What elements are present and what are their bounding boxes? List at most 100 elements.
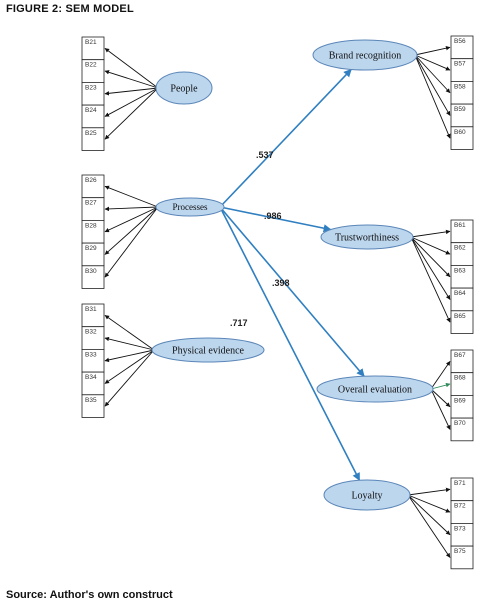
- construct-label: Processes: [173, 202, 208, 212]
- indicator-label: B69: [454, 397, 466, 404]
- indicator-arrow: [104, 70, 159, 89]
- indicator-cell: [450, 126, 474, 150]
- indicator-cell: [450, 310, 474, 334]
- indicator-label: B71: [454, 480, 466, 487]
- construct-label: Brand recognition: [329, 51, 401, 62]
- indicator-label: B73: [454, 525, 466, 532]
- indicator-arrow: [410, 236, 451, 300]
- indicator-arrow: [414, 54, 451, 139]
- indicator-label: B22: [85, 62, 97, 69]
- construct-loyalty: Loyalty: [323, 479, 411, 511]
- indicator-cell: [81, 265, 105, 289]
- indicator-arrow: [104, 314, 155, 351]
- indicator-arrow: [410, 236, 451, 278]
- indicator-label: B68: [454, 375, 466, 382]
- indicator-arrow: [104, 349, 155, 363]
- indicator-arrow: [104, 206, 159, 255]
- indicator-label: B27: [85, 200, 97, 207]
- indicator-label: B61: [454, 222, 466, 229]
- construct-ellipse: [151, 337, 265, 363]
- indicator-label: B62: [454, 245, 466, 252]
- indicator-arrow: [104, 206, 159, 233]
- indicator-label: B75: [454, 548, 466, 555]
- indicator-label: B23: [85, 84, 97, 91]
- indicator-label: B29: [85, 245, 97, 252]
- construct-label: Overall evaluation: [338, 385, 412, 396]
- construct-physical_evidence: Physical evidence: [151, 337, 265, 363]
- indicator-label: B33: [85, 351, 97, 358]
- indicator-arrow: [414, 54, 451, 71]
- indicator-arrow: [104, 206, 159, 212]
- indicator-arrow: [407, 494, 451, 536]
- indicator-cell: [81, 127, 105, 151]
- indicator-label: B60: [454, 129, 466, 136]
- indicator-label: B67: [454, 352, 466, 359]
- path-coefficient-loyalty: .717: [230, 318, 248, 328]
- indicator-arrow: [407, 487, 451, 496]
- path-coefficient-overall_evaluation: .398: [272, 278, 290, 288]
- indicator-arrow: [104, 185, 159, 208]
- indicator-label: B26: [85, 177, 97, 184]
- indicator-label: B58: [454, 83, 466, 90]
- construct-ellipse: [320, 224, 414, 250]
- indicator-cell: [450, 545, 474, 570]
- construct-ellipse: [316, 375, 434, 403]
- indicator-label: B64: [454, 290, 466, 297]
- indicator-label: B57: [454, 61, 466, 68]
- indicator-label: B35: [85, 397, 97, 404]
- indicator-arrow: [104, 349, 155, 384]
- indicator-label: B21: [85, 39, 97, 46]
- indicator-arrow: [414, 46, 451, 56]
- indicator-label: B65: [454, 313, 466, 320]
- source-note: Source: Author's own construct: [6, 589, 173, 601]
- indicator-arrow: [430, 388, 451, 430]
- indicator-arrow: [104, 349, 155, 407]
- indicator-arrow: [104, 206, 159, 278]
- indicator-label: B34: [85, 374, 97, 381]
- construct-ellipse: [312, 39, 418, 71]
- indicator-label: B28: [85, 222, 97, 229]
- indicator-arrow: [410, 236, 451, 323]
- construct-label: Trustworthiness: [335, 233, 399, 244]
- indicator-label: B59: [454, 106, 466, 113]
- indicator-arrow: [410, 229, 451, 238]
- indicator-label: B24: [85, 107, 97, 114]
- indicator-label: B70: [454, 420, 466, 427]
- construct-processes: Processes: [155, 197, 225, 217]
- indicator-arrow: [104, 336, 155, 351]
- figure-title: FIGURE 2: SEM MODEL: [6, 3, 134, 15]
- indicator-cell: [81, 394, 105, 418]
- indicator-label: B63: [454, 267, 466, 274]
- indicator-label: B32: [85, 329, 97, 336]
- indicator-arrow: [407, 494, 451, 513]
- indicator-arrow: [104, 87, 159, 140]
- path-arrow-overall_evaluation: [219, 206, 365, 377]
- indicator-arrow: [104, 47, 159, 89]
- indicator-arrow: [430, 382, 451, 390]
- path-arrow-brand_recognition: [219, 68, 352, 208]
- construct-people: People: [155, 71, 213, 105]
- path-arrow-loyalty: [219, 206, 361, 481]
- construct-label: People: [170, 84, 198, 95]
- path-coefficient-trustworthiness: .986: [264, 211, 282, 221]
- indicator-label: B72: [454, 503, 466, 510]
- path-coefficient-brand_recognition: .537: [256, 150, 274, 160]
- indicator-arrow: [104, 87, 159, 96]
- construct-ellipse: [323, 479, 411, 511]
- construct-overall_evaluation: Overall evaluation: [316, 375, 434, 403]
- indicator-arrow: [414, 54, 451, 116]
- indicator-arrow: [430, 360, 451, 390]
- construct-trustworthiness: Trustworthiness: [320, 224, 414, 250]
- indicator-arrow: [410, 236, 451, 255]
- indicator-label: B56: [454, 38, 466, 45]
- indicator-cell: [450, 417, 474, 442]
- indicator-arrow: [414, 54, 451, 94]
